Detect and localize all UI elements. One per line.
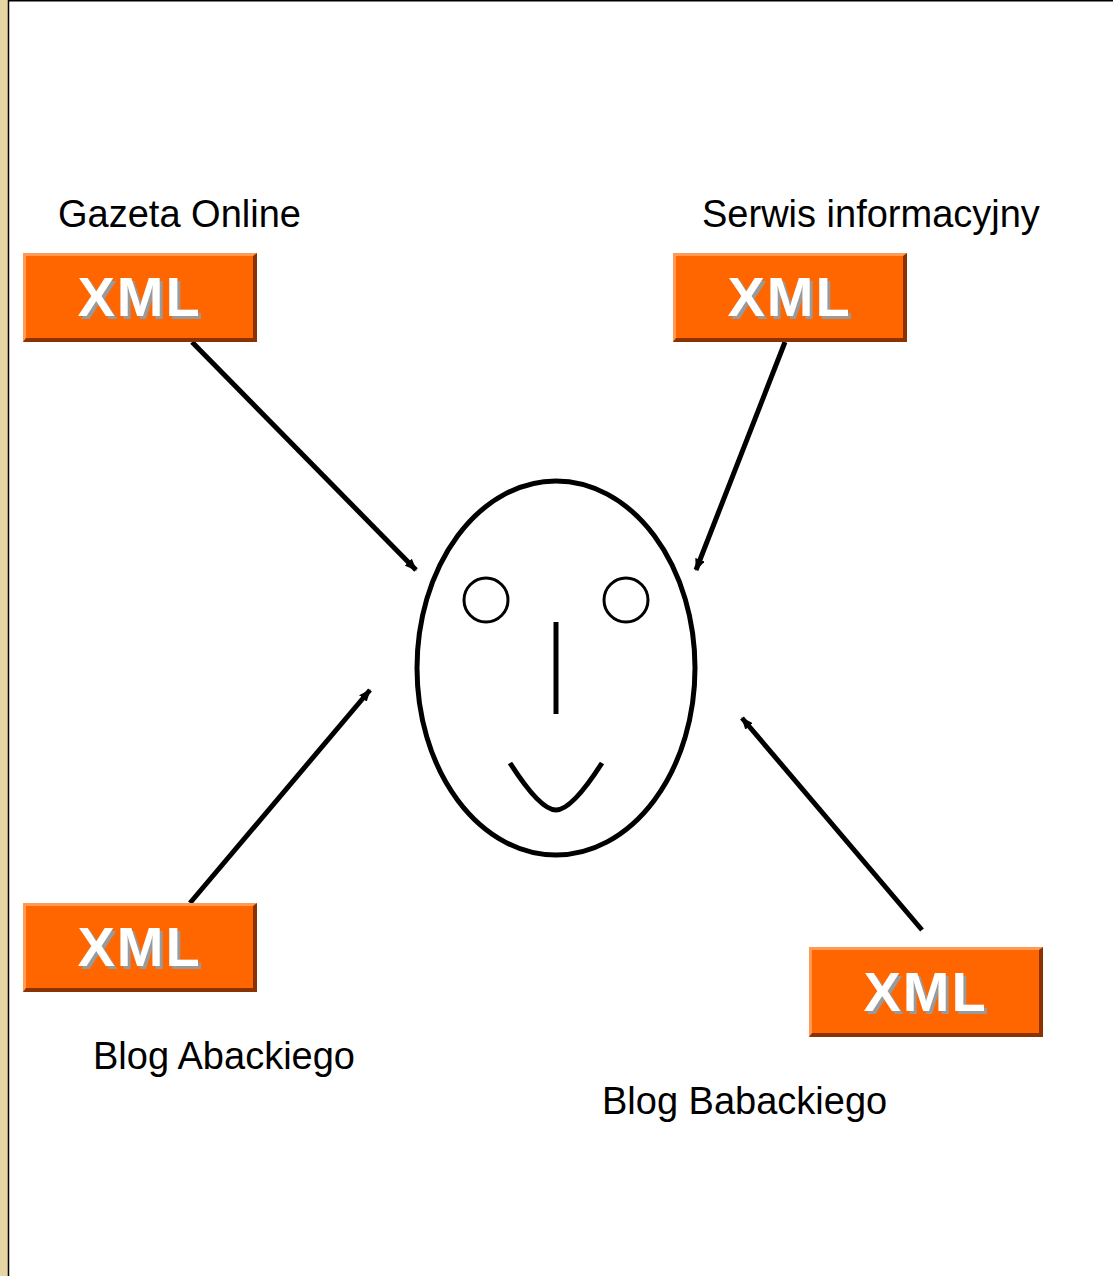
source-name: Blog Abackiego <box>93 1035 355 1079</box>
badge-label: XML <box>863 964 987 1020</box>
frame-line <box>8 0 1113 2</box>
badge-label: XML <box>77 269 201 325</box>
badge-label: XML <box>727 269 851 325</box>
xml-badge: XML <box>673 253 907 342</box>
xml-badge: XML <box>809 947 1043 1037</box>
frame-line <box>8 0 10 1276</box>
badge-label: XML <box>77 919 201 975</box>
source-name: Blog Babackiego <box>602 1080 887 1124</box>
xml-badge: XML <box>23 253 257 342</box>
source-name: Serwis informacyjny <box>702 193 1040 237</box>
face <box>417 481 695 855</box>
side-strip <box>0 0 8 1276</box>
source-name: Gazeta Online <box>58 193 301 237</box>
xml-badge: XML <box>23 903 257 992</box>
arrow <box>190 342 922 930</box>
